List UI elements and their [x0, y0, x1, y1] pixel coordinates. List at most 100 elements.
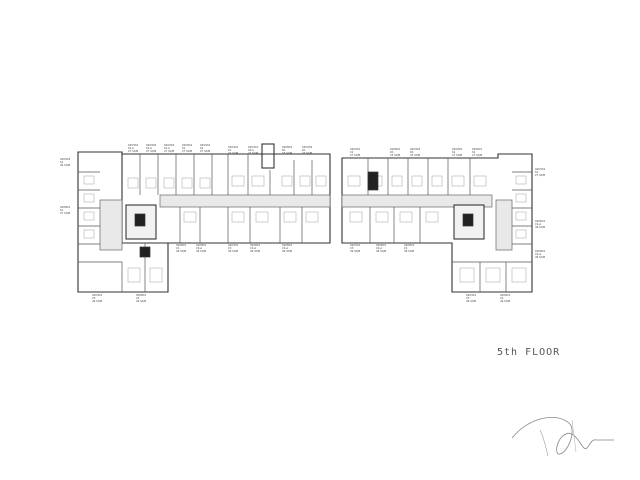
- unit-area: 49 SQM: [92, 299, 102, 303]
- unit-area: 27 SQM: [452, 153, 462, 157]
- unit-type: C2-A: [250, 246, 256, 250]
- unit-area: 27 SQM: [472, 153, 482, 157]
- unit-code: 0208D1: [376, 243, 387, 247]
- unit-area: 49 SQM: [282, 249, 292, 253]
- unit-area: 27 SQM: [248, 151, 258, 155]
- signature-icon: [511, 417, 614, 457]
- unit-label: 0205D2 S1 49 SQM: [60, 157, 71, 167]
- unit-type: C3: [350, 246, 354, 250]
- unit-code: 0203D1: [228, 243, 239, 247]
- unit-area: 27 SQM: [60, 211, 70, 215]
- unit-type: C1: [404, 246, 408, 250]
- unit-code: 0208D1: [250, 243, 261, 247]
- unit-type: S1-A: [146, 146, 152, 150]
- unit-label: 0200D1 S1 27 SQM: [452, 147, 463, 157]
- unit-label: 0203D1 C1 27 SQM: [350, 147, 361, 157]
- unit-code: 0208D1: [176, 243, 187, 247]
- unit-type: S1: [60, 208, 64, 212]
- unit-labels: 0203D1 S1-A 27 SQM 0203D2 S1-A 27 SQM 02…: [60, 143, 546, 303]
- unit-type: C2-A: [376, 246, 382, 250]
- unit-code: 0208D1: [472, 147, 483, 151]
- unit-label: 0208D1 C2-A 49 SQM: [196, 243, 207, 253]
- unit-type: D1: [390, 150, 394, 154]
- unit-label: 0208D1 C2-A 49 SQM: [250, 243, 261, 253]
- unit-label: 0203D1 C3 49 SQM: [350, 243, 361, 253]
- unit-type: C2-A: [282, 246, 288, 250]
- unit-label: 0208D1 C1 49 SQM: [176, 243, 187, 253]
- unit-type: S1: [200, 146, 204, 150]
- unit-label: 0203D1 C3 49 SQM: [466, 293, 477, 303]
- unit-code: 0208D1: [282, 243, 293, 247]
- unit-code: 0203D3: [164, 143, 175, 147]
- unit-type: S1: [182, 146, 186, 150]
- unit-code: 0203D1: [350, 147, 361, 151]
- unit-code: 0203D1: [535, 167, 546, 171]
- unit-code: 0203D1: [228, 145, 239, 149]
- left-wing: [77, 143, 331, 293]
- unit-area: 27 SQM: [350, 153, 360, 157]
- unit-type: S1: [472, 150, 476, 154]
- unit-label: 0203D1 C3 49 SQM: [228, 243, 239, 253]
- unit-type: C2-A: [535, 252, 541, 256]
- unit-type: C1: [228, 148, 232, 152]
- unit-code: 0203D1: [350, 243, 361, 247]
- unit-type: C3: [466, 296, 470, 300]
- unit-area: 27 SQM: [164, 149, 174, 153]
- unit-area: 27 SQM: [146, 149, 156, 153]
- unit-label: 0208D1 S1 27 SQM: [60, 205, 71, 215]
- unit-code: 0200D1: [182, 143, 193, 147]
- unit-type: C2-A: [196, 246, 202, 250]
- unit-code: 0208D1: [535, 249, 546, 253]
- unit-area: 49 SQM: [176, 249, 186, 253]
- unit-label: 0203D2 D1 33 SQM: [302, 145, 313, 155]
- unit-code: 0203D2: [410, 147, 421, 151]
- unit-area: 49 SQM: [136, 299, 146, 303]
- unit-code: 0208D1: [196, 243, 207, 247]
- unit-code: 0203D1: [128, 143, 139, 147]
- unit-code: 0203D1: [466, 293, 477, 297]
- unit-type: C2: [136, 296, 140, 300]
- unit-label: 0208D1 C2 49 SQM: [500, 293, 511, 303]
- unit-area: 27 SQM: [200, 149, 210, 153]
- unit-code: 0208D1: [500, 293, 511, 297]
- unit-code: 0203D1: [200, 143, 211, 147]
- unit-type: S1: [60, 160, 64, 164]
- unit-area: 27 SQM: [182, 149, 192, 153]
- unit-label: 0203D1 S1 27 SQM: [535, 167, 546, 177]
- unit-label: 0203D1 C3 49 SQM: [92, 293, 103, 303]
- unit-label: 0203D2 S1-A 27 SQM: [146, 143, 157, 153]
- unit-type: D1: [282, 148, 286, 152]
- unit-area: 49 SQM: [535, 225, 545, 229]
- unit-label: 0208D1 C2-A 49 SQM: [282, 243, 293, 253]
- unit-label: 0208D1 C1 49 SQM: [404, 243, 415, 253]
- unit-label: 0203D3 S1-A 27 SQM: [164, 143, 175, 153]
- unit-type: C2-A: [535, 222, 541, 226]
- unit-code: 0200D1: [452, 147, 463, 151]
- unit-code: 0208D1: [390, 147, 401, 151]
- unit-label: 0208D1 C2-A 49 SQM: [535, 249, 546, 259]
- unit-label: 0208D1 S1 27 SQM: [472, 147, 483, 157]
- unit-area: 49 SQM: [250, 249, 260, 253]
- unit-label: 0203D2 D1 33 SQM: [410, 147, 421, 157]
- unit-type: D1: [302, 148, 306, 152]
- unit-type: C1: [350, 150, 354, 154]
- unit-code: 0203D2: [302, 145, 313, 149]
- unit-area: 27 SQM: [228, 151, 238, 155]
- unit-area: 27 SQM: [128, 149, 138, 153]
- unit-area: 49 SQM: [60, 163, 70, 167]
- unit-code: 0208D1: [282, 145, 293, 149]
- unit-area: 49 SQM: [404, 249, 414, 253]
- unit-code: 0208D1: [136, 293, 147, 297]
- unit-label: 0203D1 S1-A 27 SQM: [128, 143, 139, 153]
- unit-label: 0203D1 S2-A 27 SQM: [248, 145, 259, 155]
- unit-area: 33 SQM: [282, 151, 292, 155]
- unit-type: S1: [452, 150, 456, 154]
- unit-code: 0208D1: [60, 205, 71, 209]
- unit-code: 0208D1: [535, 219, 546, 223]
- unit-area: 33 SQM: [410, 153, 420, 157]
- unit-type: S1-A: [128, 146, 134, 150]
- unit-code: 0205D2: [60, 157, 71, 161]
- unit-area: 33 SQM: [390, 153, 400, 157]
- unit-type: C1: [176, 246, 180, 250]
